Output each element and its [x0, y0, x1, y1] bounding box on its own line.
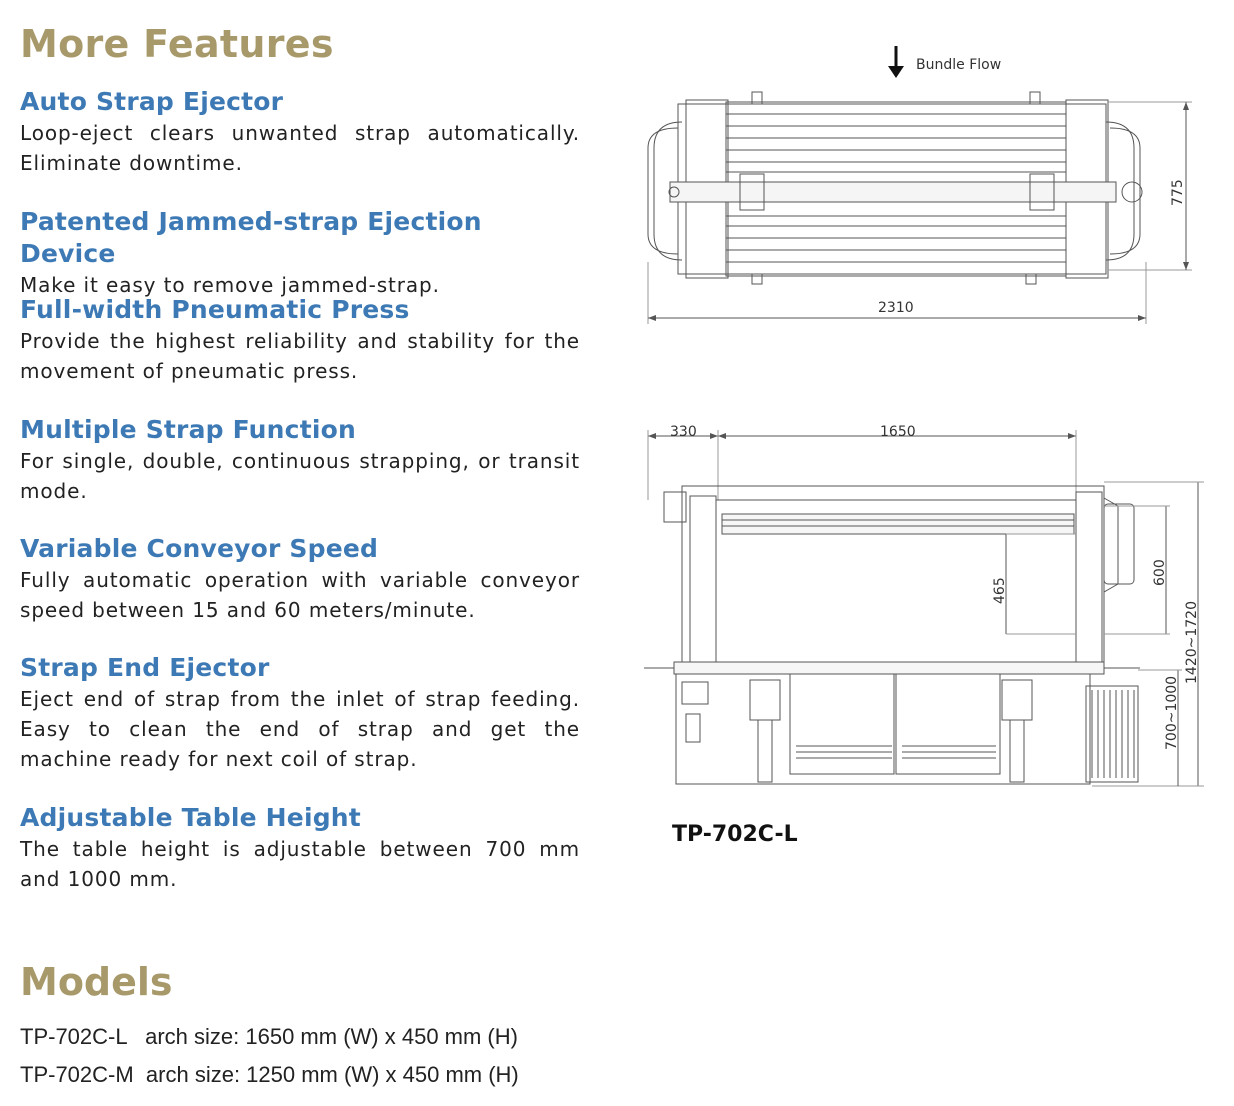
feature-heading: Variable Conveyor Speed	[20, 534, 379, 563]
models-title: Models	[20, 960, 173, 1004]
top-view-drawing	[647, 91, 1192, 324]
model-row: TP-702C-M arch size: 1250 mm (W) x 450 m…	[20, 1062, 519, 1088]
model-name: TP-702C-M	[20, 1062, 134, 1087]
feature-text: Fully automatic operation with variable …	[20, 568, 580, 622]
front-view-arch-width-label: 1650	[880, 424, 916, 440]
model-name: TP-702C-L	[20, 1024, 127, 1049]
feature-text: Provide the highest reliability and stab…	[20, 329, 580, 383]
feature-item: Patented Jammed-strap Ejection Device Ma…	[20, 206, 580, 300]
feature-text: For single, double, continuous strapping…	[20, 449, 580, 503]
front-view-table-height-label: 700~1000	[1164, 676, 1180, 750]
front-view-arch-height-label: 465	[992, 577, 1008, 604]
model-row: TP-702C-L arch size: 1650 mm (W) x 450 m…	[20, 1024, 518, 1050]
feature-text: Loop-eject clears unwanted strap automat…	[20, 121, 580, 175]
page-title: More Features	[20, 22, 334, 66]
bundle-flow-label: Bundle Flow	[916, 57, 1001, 73]
feature-item: Auto Strap Ejector Loop-eject clears unw…	[20, 86, 580, 178]
front-view-overall-height-label: 1420~1720	[1184, 601, 1200, 684]
feature-item: Strap End Ejector Eject end of strap fro…	[20, 652, 580, 774]
feature-heading: Adjustable Table Height	[20, 803, 361, 832]
top-view-depth-label: 775	[1170, 179, 1186, 206]
feature-item: Multiple Strap Function For single, doub…	[20, 414, 580, 506]
drawing-model-label: TP-702C-L	[672, 822, 798, 847]
top-view-width-label: 2310	[878, 300, 914, 316]
bundle-flow-arrow-icon	[888, 46, 904, 78]
front-view-drawing	[644, 430, 1204, 787]
feature-item: Variable Conveyor Speed Fully automatic …	[20, 533, 580, 625]
feature-heading: Full-width Pneumatic Press	[20, 295, 410, 324]
feature-heading: Patented Jammed-strap Ejection Device	[20, 207, 482, 268]
feature-heading: Strap End Ejector	[20, 653, 270, 682]
feature-text: Eject end of strap from the inlet of str…	[20, 687, 580, 771]
model-spec: arch size: 1250 mm (W) x 450 mm (H)	[145, 1062, 519, 1087]
feature-heading: Multiple Strap Function	[20, 415, 356, 444]
model-spec: arch size: 1650 mm (W) x 450 mm (H)	[145, 1024, 518, 1049]
feature-item: Full-width Pneumatic Press Provide the h…	[20, 294, 580, 386]
front-view-column-label: 600	[1152, 559, 1168, 586]
front-view-offset-label: 330	[670, 424, 697, 440]
feature-text: The table height is adjustable between 7…	[20, 837, 580, 891]
feature-text: Make it easy to remove jammed-strap.	[20, 273, 440, 297]
feature-item: Adjustable Table Height The table height…	[20, 802, 580, 894]
feature-heading: Auto Strap Ejector	[20, 87, 284, 116]
technical-drawing: Bundle Flow	[644, 46, 1204, 787]
